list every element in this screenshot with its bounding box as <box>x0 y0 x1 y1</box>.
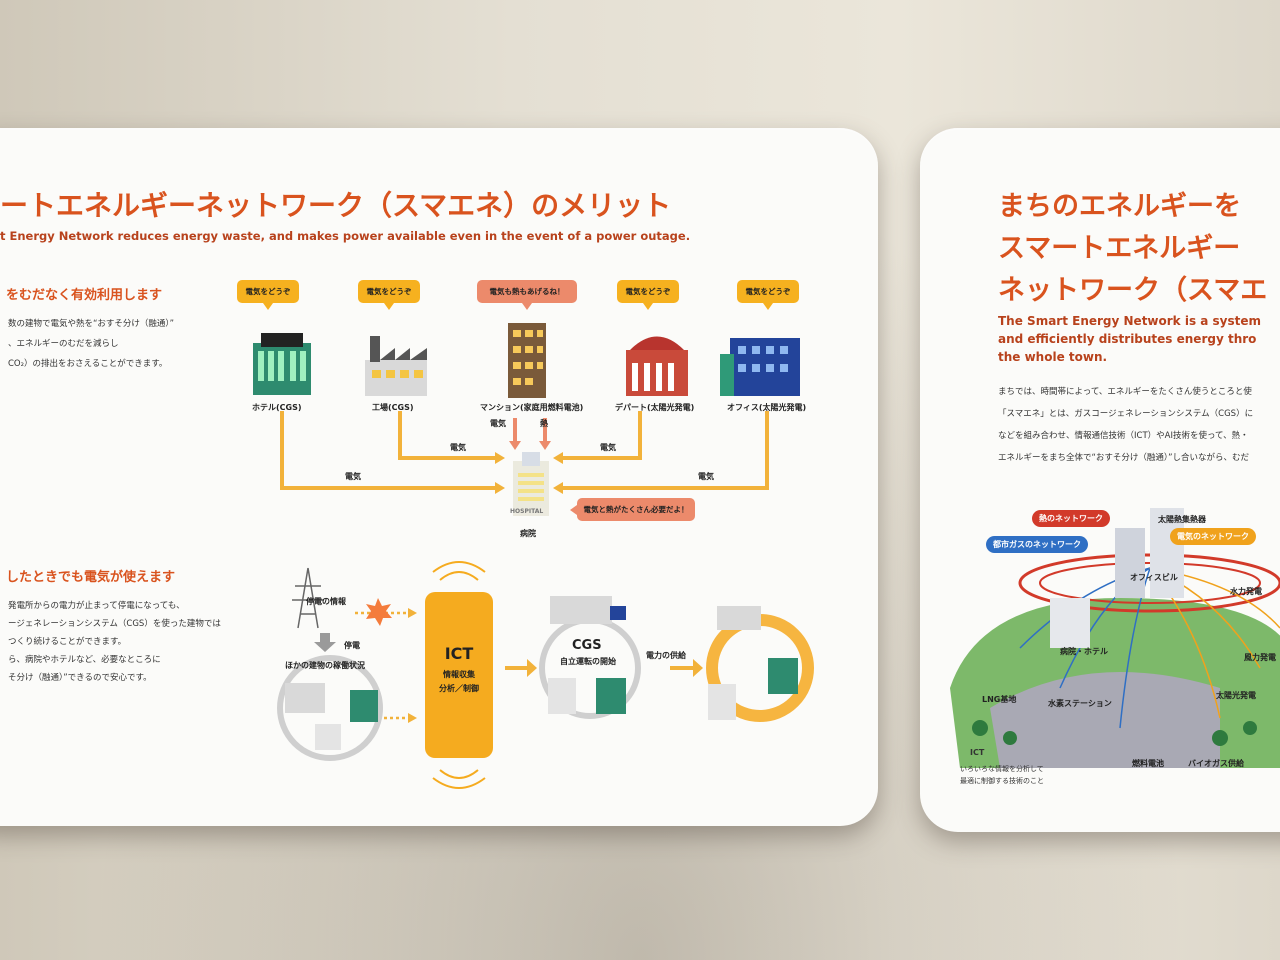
right-title-line1: まちのエネルギーを <box>998 191 1241 222</box>
exhibit-panel-right: まちのエネルギーを スマートエネルギー ネットワーク（スマエ The Smart… <box>920 128 1280 832</box>
section2-body-5: そ分け（融通）”できるので安心です。 <box>8 673 152 683</box>
map-label-fuel-cell: 燃料電池 <box>1132 759 1164 768</box>
apartment-bubble: 電気も熱もあげるね！ <box>477 280 577 310</box>
map-tag-gas: 都市ガスのネットワーク <box>986 536 1088 553</box>
map-label-office: オフィスビル <box>1130 573 1178 582</box>
right-en-line2: and efficiently distributes energy thro <box>998 332 1257 346</box>
buildings-illustration <box>253 323 800 750</box>
hospital-label: 病院 <box>520 529 536 538</box>
section2-body-3: つくり続けることができます。 <box>8 637 127 647</box>
outage-label: 停電 <box>344 641 360 650</box>
right-en-line1: The Smart Energy Network is a system <box>998 314 1262 328</box>
hotel-label: ホテル(CGS) <box>252 403 302 412</box>
town-energy-map <box>950 508 1280 768</box>
legend-ict-desc2: 最適に制御する技術のこと <box>960 777 1044 785</box>
section2-body-1: 発電所からの電力が止まって停電になっても、 <box>8 601 185 611</box>
ict-collect: 情報収集 <box>443 670 475 679</box>
flow-label-electric-office: 電気 <box>698 472 714 481</box>
section1-heading: をむだなく有効利用します <box>6 288 163 303</box>
other-buildings-status-label: ほかの建物の稼働状況 <box>285 661 365 670</box>
hotel-building <box>253 333 311 395</box>
map-label-solar: 太陽光発電 <box>1216 691 1256 700</box>
panel-subtitle-en: t Energy Network reduces energy waste, a… <box>0 229 691 243</box>
ict-title: ICT <box>444 644 474 663</box>
right-body-4: エネルギーをまち全体で“おすそ分け（融通）”し合いながら、むだ <box>998 453 1250 463</box>
hotel-bubble: 電気をどうぞ <box>237 280 299 310</box>
factory-building <box>365 336 427 396</box>
flow-label-electric-department: 電気 <box>600 443 616 452</box>
map-label-hydro: 水力発電 <box>1230 587 1262 596</box>
right-body-2: 「スマエネ」とは、ガスコージェネレーションシステム（CGS）に <box>998 409 1254 419</box>
map-label-biogas: バイオガス供給 <box>1188 759 1244 768</box>
section2-body-2: ージェネレーションシステム（CGS）を使った建物では <box>8 619 221 629</box>
map-label-solar-heat: 太陽熱集熱器 <box>1158 515 1206 524</box>
exhibit-panel-left: ートエネルギーネットワーク（スマエネ）のメリット t Energy Networ… <box>0 128 878 826</box>
hospital-building <box>513 452 549 516</box>
cgs-start-label: 自立運転の開始 <box>560 657 616 666</box>
outage-info-label: 停電の情報 <box>306 597 346 606</box>
flow-label-electric-hotel: 電気 <box>345 472 361 481</box>
ict-block: ICT 情報収集 分析／制御 <box>425 592 493 758</box>
map-tag-electric: 電気のネットワーク <box>1170 528 1256 545</box>
right-body-1: まちでは、時間帯によって、エネルギーをたくさん使うところと使 <box>998 387 1252 397</box>
department-label: デパート(太陽光発電) <box>615 403 695 412</box>
office-building <box>720 338 800 396</box>
flow-label-heat-apartment: 熱 <box>540 419 548 428</box>
section1-body-3: CO₂）の排出をおさえることができます。 <box>8 359 168 369</box>
panel-title: ートエネルギーネットワーク（スマエネ）のメリット <box>0 189 672 222</box>
map-label-hydrogen: 水素ステーション <box>1048 699 1112 708</box>
office-bubble: 電気をどうぞ <box>737 280 799 310</box>
department-store-building <box>626 336 688 396</box>
flow-label-electric-apartment: 電気 <box>490 419 506 428</box>
section1-body-1: 数の建物で電気や熱を“おすそ分け（融通）” <box>8 319 175 329</box>
apartment-label: マンション(家庭用燃料電池) <box>480 403 584 412</box>
map-tag-heat: 熱のネットワーク <box>1032 510 1110 527</box>
factory-label: 工場(CGS) <box>372 403 414 412</box>
section1-body-2: 、エネルギーのむだを減らし <box>8 339 119 349</box>
right-title-line2: スマートエネルギー <box>998 233 1241 264</box>
map-label-wind: 風力発電 <box>1244 653 1276 662</box>
department-bubble: 電気をどうぞ <box>617 280 679 310</box>
ict-analyze: 分析／制御 <box>439 684 479 693</box>
flow-label-electric-factory: 電気 <box>450 443 466 452</box>
factory-bubble: 電気をどうぞ <box>358 280 420 310</box>
section2-body-4: ら、病院やホテルなど、必要なところに <box>8 655 161 665</box>
right-body-3: などを組み合わせ、情報通信技術（ICT）やAI技術を使って、熱・ <box>998 431 1249 441</box>
cgs-title: CGS <box>572 638 602 653</box>
legend-ict-desc1: いろいろな情報を分析して <box>960 765 1044 773</box>
map-label-lng: LNG基地 <box>982 695 1017 704</box>
right-en-line3: the whole town. <box>998 350 1108 364</box>
hospital-sign: HOSPITAL <box>510 508 544 515</box>
legend-ict-title: ICT <box>970 748 985 757</box>
map-label-hospital-hotel: 病院・ホテル <box>1060 647 1108 656</box>
section2-heading: したときでも電気が使えます <box>6 570 176 585</box>
hospital-bubble: 電気と熱がたくさん必要だよ！ <box>570 498 695 521</box>
right-title-line3: ネットワーク（スマエ <box>998 275 1268 306</box>
apartment-building <box>508 323 546 398</box>
office-label: オフィス(太陽光発電) <box>727 403 807 412</box>
power-supply-label: 電力の供給 <box>646 651 686 660</box>
